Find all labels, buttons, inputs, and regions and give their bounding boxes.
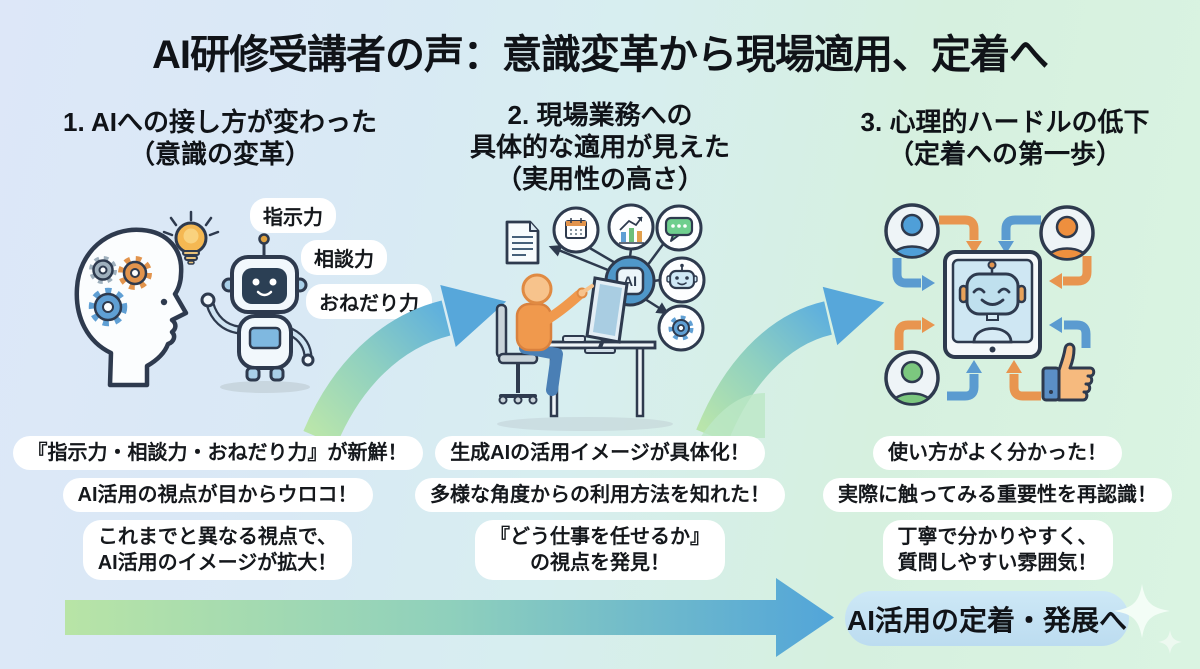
column-2-title: 2. 現場業務への 具体的な適用が見えた （実用性の高さ） (435, 99, 765, 196)
quote-text: 『指示力・相談力・おねだり力』が新鮮！ (27, 442, 408, 464)
quote-bubble: 実際に触ってみる重要性を再認識！ (823, 478, 1172, 512)
user-avatar-blue-icon (884, 203, 940, 259)
column-2-title-line2: 具体的な適用が見えた (469, 132, 730, 163)
gear-orange-icon (118, 256, 152, 290)
user-avatar-orange-icon (1039, 205, 1095, 261)
column-3-quotes: 使い方がよく分かった！ 実際に触ってみる重要性を再認識！ 丁寧で分かりやすく、 … (805, 436, 1190, 580)
speech-bubble-soudan: 相談力 (301, 240, 387, 275)
speech-bubble-shiji: 指示力 (250, 198, 336, 233)
curved-arrow-1-icon (303, 284, 507, 446)
adoption-illustration (884, 203, 1096, 406)
quote-text: 丁寧で分かりやすく、 (897, 526, 1098, 548)
robot-icon (200, 233, 315, 393)
quote-text: 質問しやすい雰囲気！ (897, 552, 1098, 574)
quote-bubble: AI活用の視点が目からウロコ！ (62, 478, 373, 512)
tablet-robot-icon (943, 250, 1042, 359)
flow-arrow-icon (65, 578, 834, 657)
column-2-title-line3: （実用性の高さ） (495, 164, 704, 195)
mindset-change-illustration (74, 210, 315, 393)
column-1-title-line2: （意識の変革） (128, 139, 311, 170)
quote-text: これまでと異なる視点で、 (97, 526, 338, 548)
gear-blue-icon (88, 287, 128, 327)
goal-label: AI活用の定着・発展へ (846, 604, 1127, 636)
quote-text: 使い方がよく分かった！ (888, 442, 1107, 464)
lightbulb-icon (162, 210, 220, 265)
monitor-icon (562, 276, 629, 354)
gear-gray-icon (89, 256, 117, 284)
thumbs-up-icon (1041, 342, 1096, 402)
gear-icon (657, 304, 705, 352)
speech-bubble-onedari: おねだり力 (306, 284, 432, 319)
calendar-icon (552, 206, 600, 254)
quote-bubble: これまでと異なる視点で、 AI活用のイメージが拡大！ (82, 520, 353, 580)
quote-text: 多様な角度からの利用方法を知れた！ (430, 484, 770, 506)
column-1-quotes: 『指示力・相談力・おねだり力』が新鮮！ AI活用の視点が目からウロコ！ これまで… (12, 436, 423, 580)
quote-text: 生成AIの活用イメージが具体化！ (450, 442, 750, 464)
column-3-title-line1: 3. 心理的ハードルの低下 (860, 107, 1150, 137)
speech-label: 指示力 (263, 207, 323, 229)
quote-text: 実際に触ってみる重要性を再認識！ (838, 484, 1157, 506)
cycle-arrows (892, 215, 1092, 401)
bar-chart-icon (607, 203, 655, 251)
office-chair-icon (495, 303, 539, 405)
page-title: AI研修受講者の声：意識変革から現場適用、定着へ (152, 33, 1049, 77)
column-1-title-line1: 1. AIへの接し方が変わった (63, 107, 377, 137)
quote-bubble: 生成AIの活用イメージが具体化！ (435, 436, 765, 470)
column-1-title: 1. AIへの接し方が変わった （意識の変革） (30, 106, 410, 170)
quote-text: の視点を発見！ (530, 552, 670, 574)
column-2-quotes: 生成AIの活用イメージが具体化！ 多様な角度からの利用方法を知れた！ 『どう仕事… (415, 436, 785, 580)
human-head-gears-icon (74, 227, 189, 388)
quote-bubble: 『どう仕事を任せるか』 の視点を発見！ (475, 520, 725, 580)
ai-application-illustration: AI (495, 203, 765, 438)
document-icon (505, 220, 540, 265)
speech-label: 相談力 (314, 249, 374, 271)
goal-pill: AI活用の定着・発展へ (845, 591, 1129, 646)
column-2-title-line1: 2. 現場業務への (507, 100, 693, 130)
quote-bubble: 『指示力・相談力・おねだり力』が新鮮！ (12, 436, 423, 470)
chat-icon (655, 204, 703, 252)
quote-bubble: 多様な角度からの利用方法を知れた！ (415, 478, 785, 512)
speech-label: おねだり力 (319, 293, 419, 315)
column-3-title-line2: （定着への第一歩） (887, 139, 1122, 170)
person-at-desk-icon (515, 273, 594, 396)
quote-text: 『どう仕事を任せるか』 (490, 526, 710, 548)
quote-bubble: 丁寧で分かりやすく、 質問しやすい雰囲気！ (882, 520, 1113, 580)
user-avatar-green-icon (884, 350, 940, 406)
quote-bubble: 使い方がよく分かった！ (873, 436, 1122, 470)
column-3-title: 3. 心理的ハードルの低下 （定着への第一歩） (815, 106, 1195, 170)
decorative-green-swoosh (700, 393, 765, 438)
robot-face-icon (658, 256, 706, 304)
quote-text: AI活用の視点が目からウロコ！ (77, 484, 358, 506)
quote-text: AI活用のイメージが拡大！ (97, 552, 338, 574)
sparkle-icon (1114, 584, 1182, 654)
keyboard-icon (562, 335, 586, 343)
